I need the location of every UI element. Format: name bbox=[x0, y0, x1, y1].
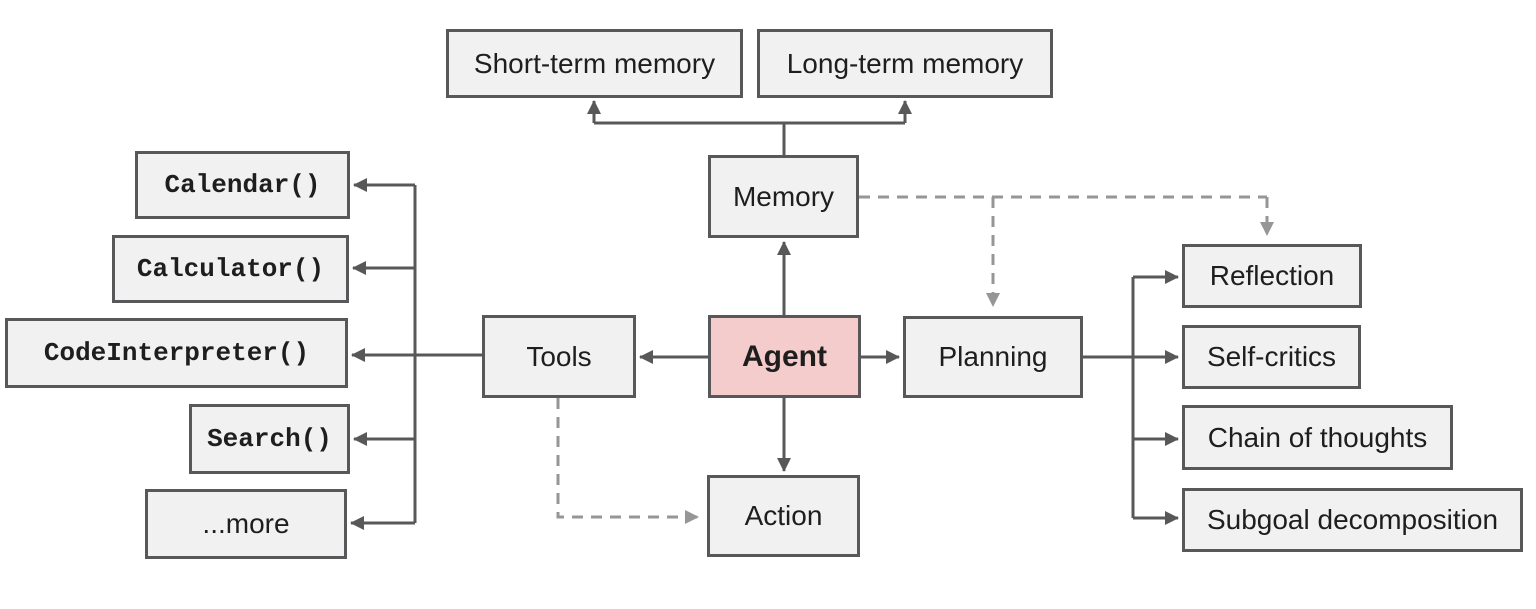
edge-planning-to-strategies bbox=[1083, 270, 1179, 525]
node-memory: Memory bbox=[708, 155, 859, 238]
edge-tools-to-tool-list bbox=[350, 178, 483, 530]
node-tool-search: Search() bbox=[189, 404, 350, 474]
node-reflection: Reflection bbox=[1182, 244, 1362, 308]
node-agent: Agent bbox=[708, 315, 861, 398]
node-self-critics: Self-critics bbox=[1182, 325, 1361, 389]
node-short-term-memory: Short-term memory bbox=[446, 29, 743, 98]
node-chain-of-thoughts: Chain of thoughts bbox=[1182, 405, 1453, 470]
edge-memory-dashed-to-planning-reflection bbox=[859, 195, 1274, 307]
node-tool-calculator: Calculator() bbox=[112, 235, 349, 303]
node-tool-code-interpreter: CodeInterpreter() bbox=[5, 318, 348, 388]
node-tools: Tools bbox=[482, 315, 636, 398]
edge-memory-to-term-memories bbox=[587, 100, 912, 158]
node-subgoal-decomposition: Subgoal decomposition bbox=[1182, 488, 1523, 552]
node-action: Action bbox=[707, 475, 860, 557]
node-planning: Planning bbox=[903, 316, 1083, 398]
edge-tools-dashed-to-action bbox=[556, 398, 699, 524]
node-tool-calendar: Calendar() bbox=[135, 151, 350, 219]
node-tool-more: ...more bbox=[145, 489, 347, 559]
node-long-term-memory: Long-term memory bbox=[757, 29, 1053, 98]
